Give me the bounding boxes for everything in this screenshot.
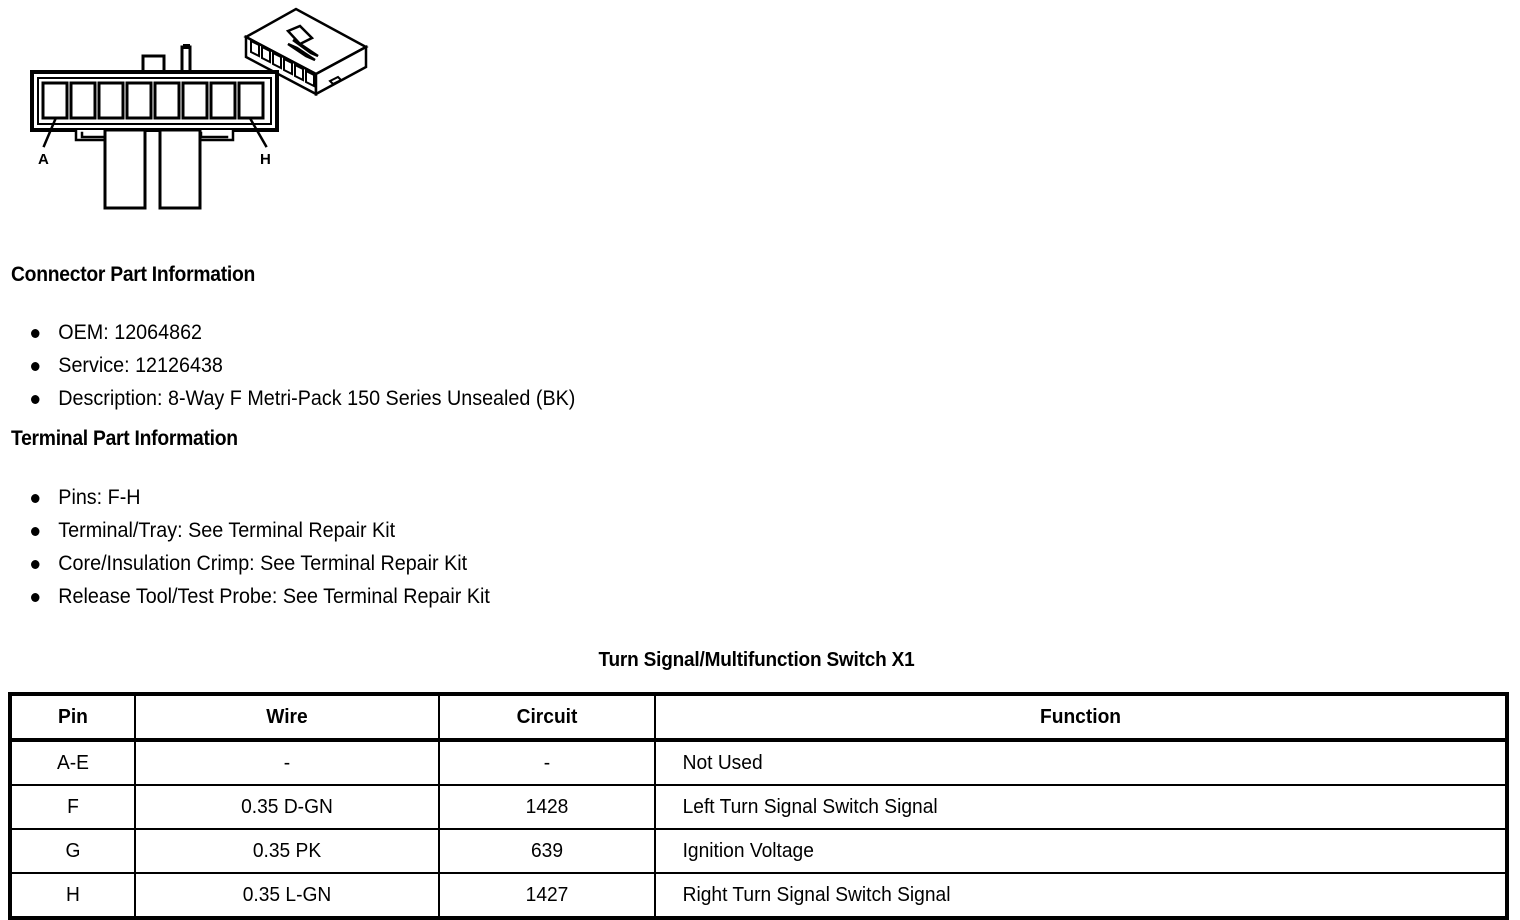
list-item: Core/Insulation Crimp: See Terminal Repa… xyxy=(0,547,490,580)
pin-label-h: H xyxy=(260,151,271,168)
cell-circuit: 1427 xyxy=(442,872,652,919)
cell-function: Right Turn Signal Switch Signal xyxy=(671,872,1491,919)
table-header-row: Pin Wire Circuit Function xyxy=(10,693,1507,742)
connector-illustration: A H xyxy=(30,7,369,210)
cell-circuit: 1428 xyxy=(442,784,652,830)
cell-wire: 0.35 D-GN xyxy=(140,784,434,830)
table-row: A-E - - Not Used xyxy=(10,739,1507,786)
terminal-part-information-heading: Terminal Part Information xyxy=(11,427,238,450)
cell-pin: H xyxy=(11,872,134,919)
list-item-label: Release Tool/Test Probe: See Terminal Re… xyxy=(58,585,490,608)
list-item-label: Description: 8-Way F Metri-Pack 150 Seri… xyxy=(58,387,576,410)
cell-wire: 0.35 L-GN xyxy=(140,872,434,919)
bullet-icon xyxy=(31,329,40,338)
list-item-label: Terminal/Tray: See Terminal Repair Kit xyxy=(58,519,396,542)
list-item: OEM: 12064862 xyxy=(0,316,575,349)
bullet-icon xyxy=(31,494,40,503)
column-header-wire: Wire xyxy=(140,693,434,742)
list-item-label: Service: 12126438 xyxy=(58,354,223,377)
connector-part-information-list: OEM: 12064862 Service: 12126438 Descript… xyxy=(0,316,612,415)
bullet-icon xyxy=(31,527,40,536)
cell-pin: G xyxy=(11,828,134,874)
list-item: Pins: F-H xyxy=(0,481,490,514)
connector-isometric-view xyxy=(243,7,369,97)
terminal-part-information-list: Pins: F-H Terminal/Tray: See Terminal Re… xyxy=(0,481,521,613)
connector-part-information-heading: Connector Part Information xyxy=(11,263,256,286)
pin-label-a: A xyxy=(38,151,49,168)
cell-pin: A-E xyxy=(11,739,134,786)
connector-front-view xyxy=(30,44,279,210)
column-header-circuit: Circuit xyxy=(442,693,652,742)
cell-wire: 0.35 PK xyxy=(140,828,434,874)
bullet-icon xyxy=(31,362,40,371)
cell-function: Ignition Voltage xyxy=(671,828,1491,874)
list-item: Release Tool/Test Probe: See Terminal Re… xyxy=(0,580,490,613)
list-item-label: Core/Insulation Crimp: See Terminal Repa… xyxy=(58,552,468,575)
list-item-label: OEM: 12064862 xyxy=(58,321,203,344)
cell-function: Not Used xyxy=(671,739,1491,786)
pin-assignment-table: Pin Wire Circuit Function A-E - - Not Us… xyxy=(8,692,1509,920)
cell-circuit: - xyxy=(442,739,652,786)
pin-table-title: Turn Signal/Multifunction Switch X1 xyxy=(598,649,915,671)
list-item: Terminal/Tray: See Terminal Repair Kit xyxy=(0,514,490,547)
bullet-icon xyxy=(31,560,40,569)
cell-circuit: 639 xyxy=(442,828,652,874)
table-row: F 0.35 D-GN 1428 Left Turn Signal Switch… xyxy=(10,784,1507,830)
table-row: H 0.35 L-GN 1427 Right Turn Signal Switc… xyxy=(10,872,1507,919)
list-item: Description: 8-Way F Metri-Pack 150 Seri… xyxy=(0,382,575,415)
column-header-function: Function xyxy=(671,693,1491,742)
list-item: Service: 12126438 xyxy=(0,349,575,382)
cell-wire: - xyxy=(140,739,434,786)
list-item-label: Pins: F-H xyxy=(58,486,141,509)
column-header-pin: Pin xyxy=(11,693,134,742)
cell-pin: F xyxy=(11,784,134,830)
bullet-icon xyxy=(31,593,40,602)
bullet-icon xyxy=(31,395,40,404)
cell-function: Left Turn Signal Switch Signal xyxy=(671,784,1491,830)
table-row: G 0.35 PK 639 Ignition Voltage xyxy=(10,828,1507,874)
